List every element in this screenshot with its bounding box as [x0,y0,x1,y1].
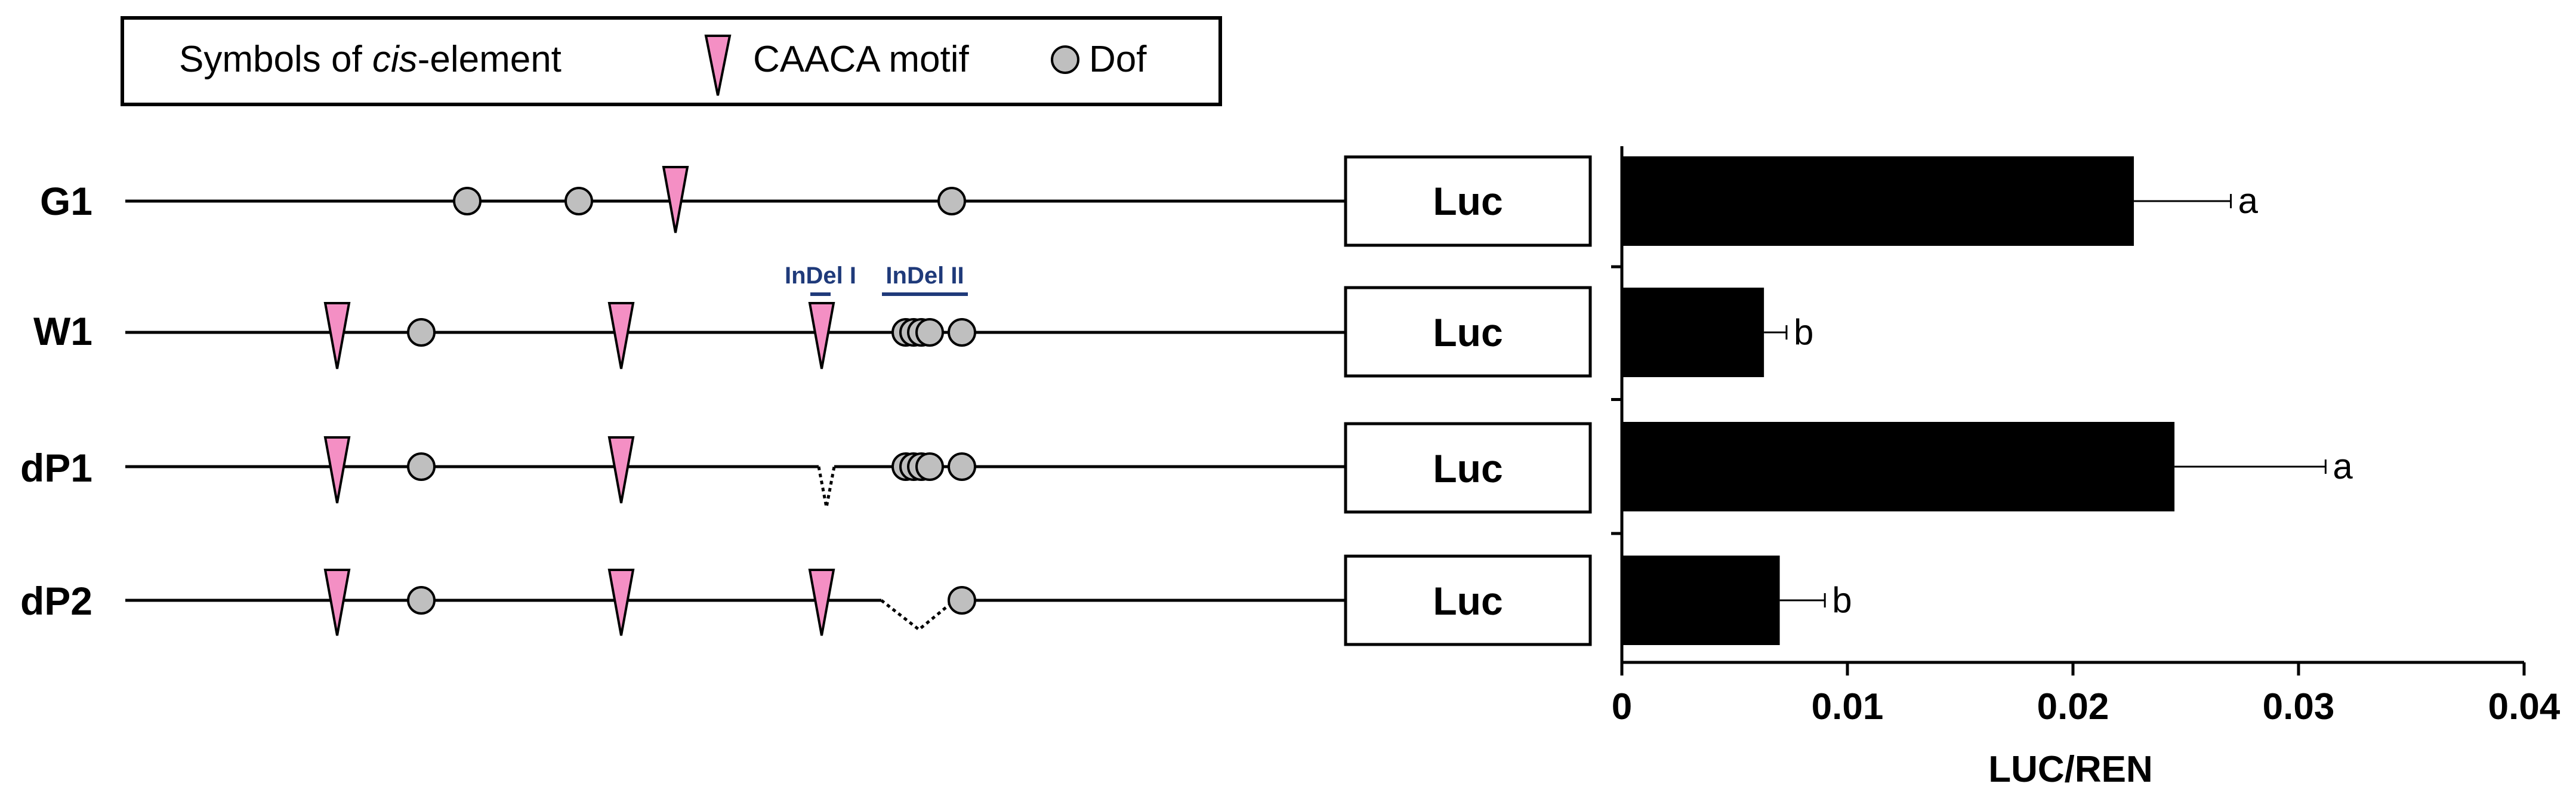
luc-label: Luc [1433,579,1503,623]
indel-1-label: InDel I [785,263,856,289]
x-tick-label: 0.04 [2488,686,2560,727]
construct-dp2: Luc [125,554,1592,646]
chart-bars [1622,156,2175,645]
x-tick-label: 0.03 [2263,686,2335,727]
caaca-motif-icon [607,302,635,369]
construct-label: dP1 [20,446,92,490]
caaca-motif-icon [323,569,351,636]
luc-label: Luc [1433,179,1503,223]
dof-icon [915,452,944,481]
bar [1622,288,1764,377]
chart-error-bars [1764,194,2327,607]
dof-icon [948,586,976,615]
legend-caaca-label: CAACA motif [753,39,970,80]
dof-icon [948,452,976,481]
luc-box [1344,422,1592,514]
dof-icon [915,318,944,347]
legend-title-suffix: -element [418,39,562,80]
caaca-motif-icon [808,302,835,369]
bar [1622,422,2175,511]
caaca-motif-icon [607,569,635,636]
caaca-motif-icon [323,436,351,504]
luc-box [1344,155,1592,247]
x-tick-label: 0 [1612,686,1632,727]
bar [1622,156,2134,246]
construct-dp1: Luc [125,422,1592,514]
chart-tick-labels: 0 0.01 0.02 0.03 0.04 [1612,686,2560,727]
indel-deletion-gap [817,466,836,508]
dof-icon [407,318,436,347]
legend-title-italic: cis [372,39,418,80]
legend-title: Symbols of cis-element [179,39,562,80]
dof-icon [407,452,436,481]
luc-box [1344,286,1592,378]
legend-title-prefix: Symbols of [179,39,372,80]
significance-label: a [2333,446,2353,486]
construct-labels: G1 W1 dP1 dP2 [20,179,92,623]
x-axis-label: LUC/REN [1988,749,2153,790]
luc-label: Luc [1433,446,1503,491]
construct-label: G1 [40,179,92,223]
dof-icon [1051,45,1079,74]
caaca-motif-icon [323,302,351,369]
dof-icon [453,187,482,215]
caaca-motif-icon [662,166,689,233]
significance-label: a [2238,181,2259,221]
luc-box [1344,554,1592,646]
significance-label: b [1832,580,1852,620]
bar-chart: a b a b 0 0.01 0.02 0.03 0.04 LUC/REN [1611,146,2560,790]
x-tick-label: 0.02 [2037,686,2109,727]
caaca-motif-icon [808,569,835,636]
construct-w1: Luc [125,286,1592,378]
chart-significance-labels: a b a b [1794,181,2353,620]
dof-icon [564,187,593,215]
caaca-motif-icon [704,35,732,96]
construct-label: dP2 [20,579,92,623]
x-tick-label: 0.01 [1812,686,1884,727]
luc-label: Luc [1433,310,1503,354]
bar [1622,556,1780,645]
indel-2-label: InDel II [886,263,964,289]
construct-label: W1 [33,309,92,353]
dof-icon [948,318,976,347]
indel-annotations: InDel I InDel II [785,263,968,296]
caaca-motif-icon [607,436,635,504]
dof-icon [937,187,966,215]
indel-deletion-gap [880,599,956,632]
legend-box [121,16,1222,106]
construct-g1: Luc [125,155,1592,247]
significance-label: b [1794,312,1813,352]
legend-dof-label: Dof [1089,39,1147,80]
legend: Symbols of cis-element CAACA motif Dof [121,16,1222,106]
dof-icon [407,586,436,615]
